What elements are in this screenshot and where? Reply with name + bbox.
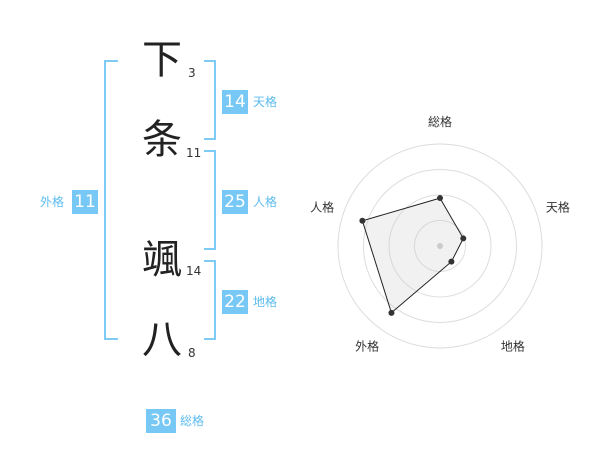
chikaku-badge: 22 bbox=[222, 290, 248, 314]
soukaku-badge: 36 bbox=[146, 409, 176, 433]
radar-axis-label-1: 天格 bbox=[546, 200, 570, 215]
radar-point-4 bbox=[359, 217, 366, 224]
radar-ring-2 bbox=[388, 194, 492, 298]
tenkaku-bracket bbox=[204, 60, 216, 140]
radar-point-0 bbox=[437, 195, 443, 202]
char-4-strokes: 8 bbox=[188, 346, 196, 360]
char-3: 颯 bbox=[142, 237, 182, 283]
gaikaku-badge: 11 bbox=[72, 190, 98, 214]
radar-axis-label-3: 外格 bbox=[355, 338, 379, 353]
char-1-strokes: 3 bbox=[188, 66, 196, 80]
radar-polygon bbox=[361, 197, 464, 314]
char-1: 下 bbox=[142, 37, 182, 83]
chikaku-bracket bbox=[204, 260, 216, 340]
radar-point-3 bbox=[388, 309, 395, 316]
char-2-strokes: 11 bbox=[186, 146, 202, 160]
char-3-strokes: 14 bbox=[186, 264, 202, 278]
char-2: 条 bbox=[142, 117, 182, 163]
jinkaku-label: 人格 bbox=[253, 195, 278, 209]
radar-axis-label-4: 人格 bbox=[310, 200, 334, 215]
radar-ring-4 bbox=[337, 143, 543, 349]
radar-axis-label-0: 総格 bbox=[428, 114, 452, 129]
gaikaku-label: 外格 bbox=[40, 195, 65, 209]
radar-ring-3 bbox=[363, 169, 517, 323]
radar-point-1 bbox=[460, 235, 467, 242]
tenkaku-badge: 14 bbox=[222, 90, 248, 114]
gaikaku-bracket bbox=[104, 60, 118, 340]
radar-axis-label-2: 地格 bbox=[501, 338, 525, 353]
soukaku-label: 総格 bbox=[180, 414, 205, 428]
jinkaku-badge: 25 bbox=[222, 190, 248, 214]
radar-data bbox=[359, 195, 467, 316]
radar-center-dot bbox=[437, 243, 443, 249]
tenkaku-label: 天格 bbox=[253, 95, 278, 109]
chikaku-label: 地格 bbox=[253, 295, 278, 309]
jinkaku-bracket bbox=[204, 150, 216, 250]
radar-point-2 bbox=[448, 258, 455, 265]
char-4: 八 bbox=[142, 317, 182, 363]
